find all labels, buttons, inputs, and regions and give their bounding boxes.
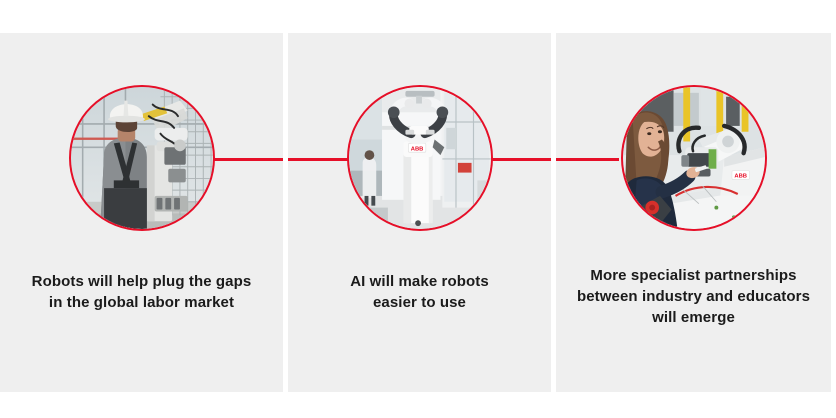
- column-divider-2: [551, 33, 556, 392]
- column-2: ABB: [288, 33, 551, 392]
- circle-frame-2: ABB: [346, 85, 493, 231]
- engineer-with-robot-arm-photo: ABB: [622, 87, 765, 229]
- construction-worker-and-robot-photo: [70, 87, 213, 229]
- column-caption-1: Robots will help plug the gaps in the gl…: [31, 273, 252, 311]
- column-divider-1: [283, 33, 288, 392]
- circle-frame-1: [68, 85, 215, 231]
- column-caption-3: More specialist partnerships between ind…: [576, 267, 811, 326]
- column-caption-2: AI will make robots easier to use: [350, 273, 489, 311]
- dual-arm-collaborative-robot-photo: ABB: [348, 87, 491, 229]
- column-1: Robots will help plug the gaps in the gl…: [0, 33, 283, 392]
- column-3: ABB: [556, 33, 831, 392]
- svg-text:ABB: ABB: [734, 174, 747, 180]
- svg-text:ABB: ABB: [410, 147, 423, 153]
- connector-line-1-to-2: [212, 158, 349, 161]
- circle-frame-3: ABB: [620, 85, 767, 231]
